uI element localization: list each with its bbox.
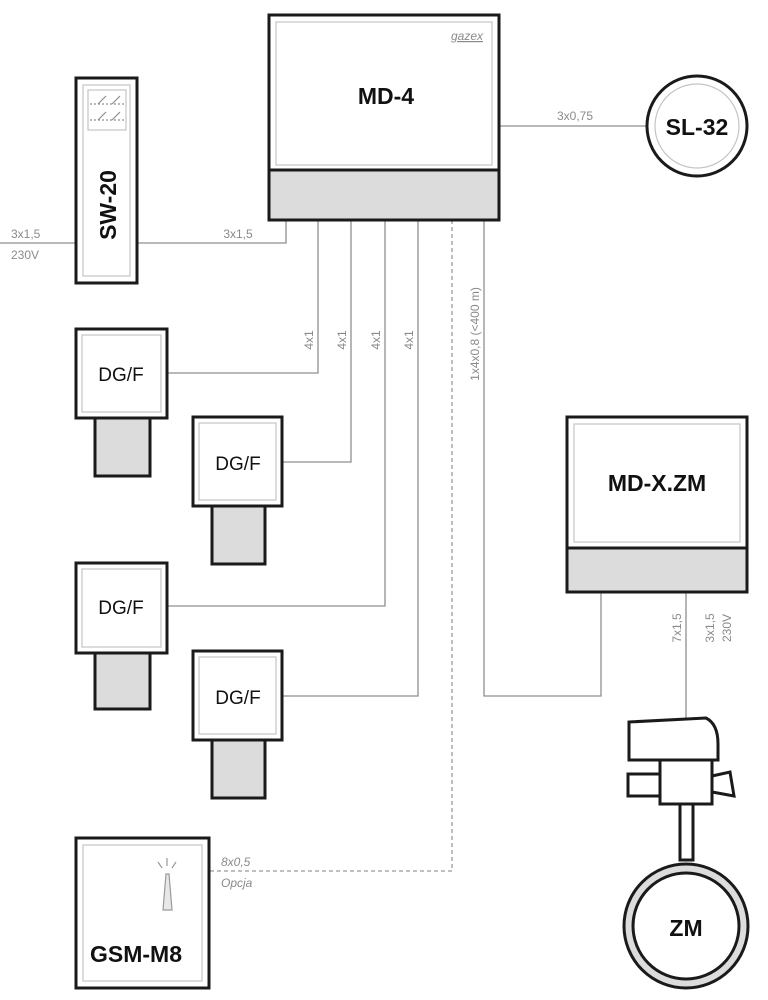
dg3-sensor-head: [93, 651, 152, 711]
wire-md4-gsm: [209, 220, 453, 872]
sw20-label: SW-20: [95, 170, 121, 240]
dg-detector-1: DG/F 4x1: [74, 327, 316, 478]
gsm-cable-label: 8x0,5: [221, 855, 251, 869]
dg4-sensor-head: [210, 738, 267, 800]
sw20-unit: SW-20 3x1,5 230V 3x1,5: [11, 76, 253, 285]
valve-body-inner: [631, 871, 741, 981]
zm-cable-label: 7x1,5: [670, 613, 684, 643]
wires: [0, 125, 687, 872]
mdxzm-terminal-panel: [565, 546, 749, 594]
dg3-cable-label: 4x1: [369, 330, 383, 350]
sl32-inner-ring: [654, 83, 740, 169]
gsm-label: GSM-M8: [90, 941, 182, 967]
sw20-inner: [82, 84, 131, 277]
dg1-sensor-head: [93, 416, 152, 478]
md4-terminal-panel: [267, 168, 501, 222]
gsm-option-label: Opcja: [221, 876, 253, 890]
sl32-unit: SL-32 3x0,75: [557, 74, 749, 178]
gsm-unit: GSM-M8 8x0,5 Opcja: [74, 836, 253, 990]
dg1-inner: [81, 334, 162, 413]
md4-unit: MD-4 gazex: [267, 13, 501, 222]
dg4-label: DG/F: [215, 688, 260, 709]
gsm-inner: [82, 844, 203, 982]
dg2-inner: [198, 422, 277, 501]
sl32-cable-label: 3x0,75: [557, 109, 593, 123]
mdxzm-label: MD-X.ZM: [608, 470, 706, 496]
mdxzm-power-voltage-label: 230V: [720, 614, 734, 642]
sw20-input-cable-label: 3x1,5: [11, 227, 41, 241]
sl32-label: SL-32: [666, 114, 729, 140]
wire-md4-dg1: [167, 220, 319, 374]
dg4-cable-label: 4x1: [402, 330, 416, 350]
dg2-sensor-head: [210, 504, 267, 566]
wire-md4-mdxzm: [483, 220, 602, 697]
zm-valve: ZM: [622, 716, 750, 990]
valve-manual-lever: [626, 772, 662, 798]
dg1-cable-label: 4x1: [302, 330, 316, 350]
dg-detector-3: DG/F 4x1: [74, 330, 383, 711]
sw20-output-cable-label: 3x1,5: [223, 227, 253, 241]
dg-detector-4: DG/F 4x1: [191, 330, 416, 800]
wire-sw20-md4: [137, 220, 287, 244]
mdxzm-power-cable-label: 3x1,5: [703, 613, 717, 643]
dg2-cable-label: 4x1: [335, 330, 349, 350]
valve-actuator-head: [627, 716, 720, 762]
dg4-inner: [198, 656, 277, 735]
brand-logo: gazex: [451, 29, 484, 43]
md4-label: MD-4: [358, 83, 414, 109]
valve-actuator-body: [658, 758, 714, 806]
valve-pipe: [678, 798, 695, 862]
dg3-label: DG/F: [98, 598, 143, 619]
dg3-inner: [81, 568, 162, 648]
md4-front-panel: [275, 21, 493, 166]
dg2-label: DG/F: [215, 454, 260, 475]
wire-md4-dg2: [282, 220, 352, 463]
dg1-label: DG/F: [98, 365, 143, 386]
zm-label: ZM: [669, 915, 702, 941]
mdxzm-unit: MD-X.ZM 7x1,5 3x1,5 230V: [565, 415, 749, 643]
mdxzm-front-panel: [573, 423, 741, 543]
valve-side-knob: [710, 770, 736, 798]
antenna-icon: [157, 858, 177, 911]
switch-icon: [87, 89, 127, 131]
wire-md4-dg4: [282, 220, 419, 697]
bus-cable-label: 1x4x0,8 (<400 m): [468, 287, 482, 381]
wire-md4-dg3: [167, 220, 386, 607]
dg-detector-2: DG/F 4x1: [191, 330, 349, 566]
sw20-input-voltage-label: 230V: [11, 248, 39, 262]
